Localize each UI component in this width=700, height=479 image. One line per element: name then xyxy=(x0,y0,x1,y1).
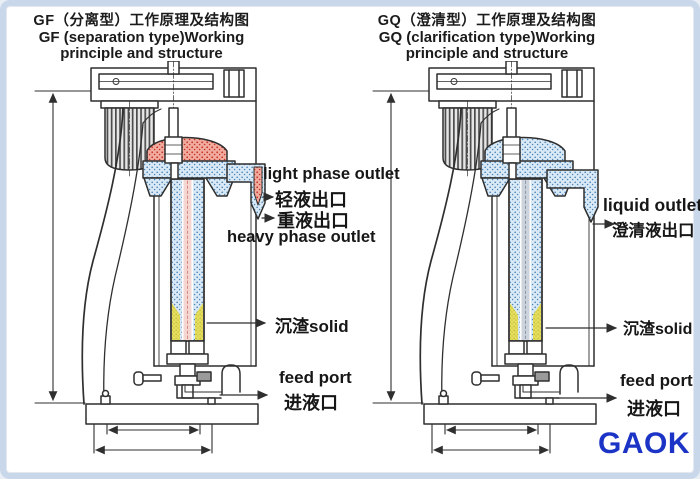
label-liquid-outlet-zh: 澄清液出口 xyxy=(612,222,695,240)
label-gq-sediment-solid: 沉渣solid xyxy=(623,321,693,338)
light-phase-drip xyxy=(253,166,263,206)
base xyxy=(423,389,597,455)
head-assembly xyxy=(142,107,266,220)
separation-bowl xyxy=(170,178,205,342)
width-dimensions xyxy=(93,423,213,455)
bottom-assembly xyxy=(471,340,579,399)
frame-column xyxy=(81,107,162,405)
drive-housing xyxy=(90,60,257,124)
callout-arrows xyxy=(206,192,276,400)
gq-title-zh: GQ（澄清型）工作原理及结构图 xyxy=(377,13,597,29)
drive-housing xyxy=(428,60,595,124)
label-gq-feed-port-en: feed port xyxy=(620,371,693,390)
hook-pipe xyxy=(559,364,579,395)
damper-block xyxy=(196,371,212,382)
sediment-layer xyxy=(533,303,541,340)
label-heavy-phase-outlet-zh: 重液出口 xyxy=(277,211,349,231)
label-heavy-phase-outlet-en: heavy phase outlet xyxy=(227,228,376,246)
label-light-phase-outlet-en: light phase outlet xyxy=(263,165,400,183)
label-light-phase-outlet-zh: 轻液出口 xyxy=(275,190,347,210)
base xyxy=(85,389,259,455)
bottom-assembly xyxy=(133,340,241,399)
gq-title: GQ（澄清型）工作原理及结构图 GQ (clarification type)W… xyxy=(356,13,618,63)
label-gf-feed-port-en: feed port xyxy=(279,368,352,387)
handle-knob xyxy=(471,371,482,386)
head-assembly xyxy=(480,107,599,223)
handle-knob xyxy=(133,371,144,386)
outlet-spout xyxy=(546,169,599,223)
sediment-layer xyxy=(195,303,203,340)
label-gf-feed-port-zh: 进液口 xyxy=(284,393,338,413)
bowl-casing xyxy=(491,100,595,367)
hook-pipe xyxy=(221,364,241,395)
damper-block xyxy=(534,371,550,382)
callout-arrows xyxy=(545,219,618,403)
feed-pipe xyxy=(176,385,222,399)
brand-logo: GAOK xyxy=(598,427,690,460)
gf-machine-drawing xyxy=(31,60,296,461)
sediment-layer xyxy=(172,303,180,340)
gq-title-en2: principle and structure xyxy=(405,45,569,63)
sediment-layer xyxy=(510,303,518,340)
height-dimension xyxy=(34,90,94,404)
gq-title-en1: GQ (clarification type)Working xyxy=(378,28,596,46)
height-dimension xyxy=(372,90,432,404)
gq-machine-drawing xyxy=(369,60,634,461)
gf-title-zh: GF（分离型）工作原理及结构图 xyxy=(33,13,250,29)
label-liquid-outlet-en: liquid outlet xyxy=(603,195,700,215)
gf-title: GF（分离型）工作原理及结构图 GF (separation type)Work… xyxy=(14,13,269,63)
separation-bowl xyxy=(508,178,543,342)
feed-pipe xyxy=(514,385,560,399)
label-gf-sediment-solid: 沉渣solid xyxy=(275,317,349,336)
gf-title-en2: principle and structure xyxy=(60,45,223,63)
width-dimensions xyxy=(431,423,551,455)
gf-title-en1: GF (separation type)Working xyxy=(38,28,245,46)
frame-column xyxy=(419,107,500,405)
label-gq-feed-port-zh: 进液口 xyxy=(627,399,681,419)
